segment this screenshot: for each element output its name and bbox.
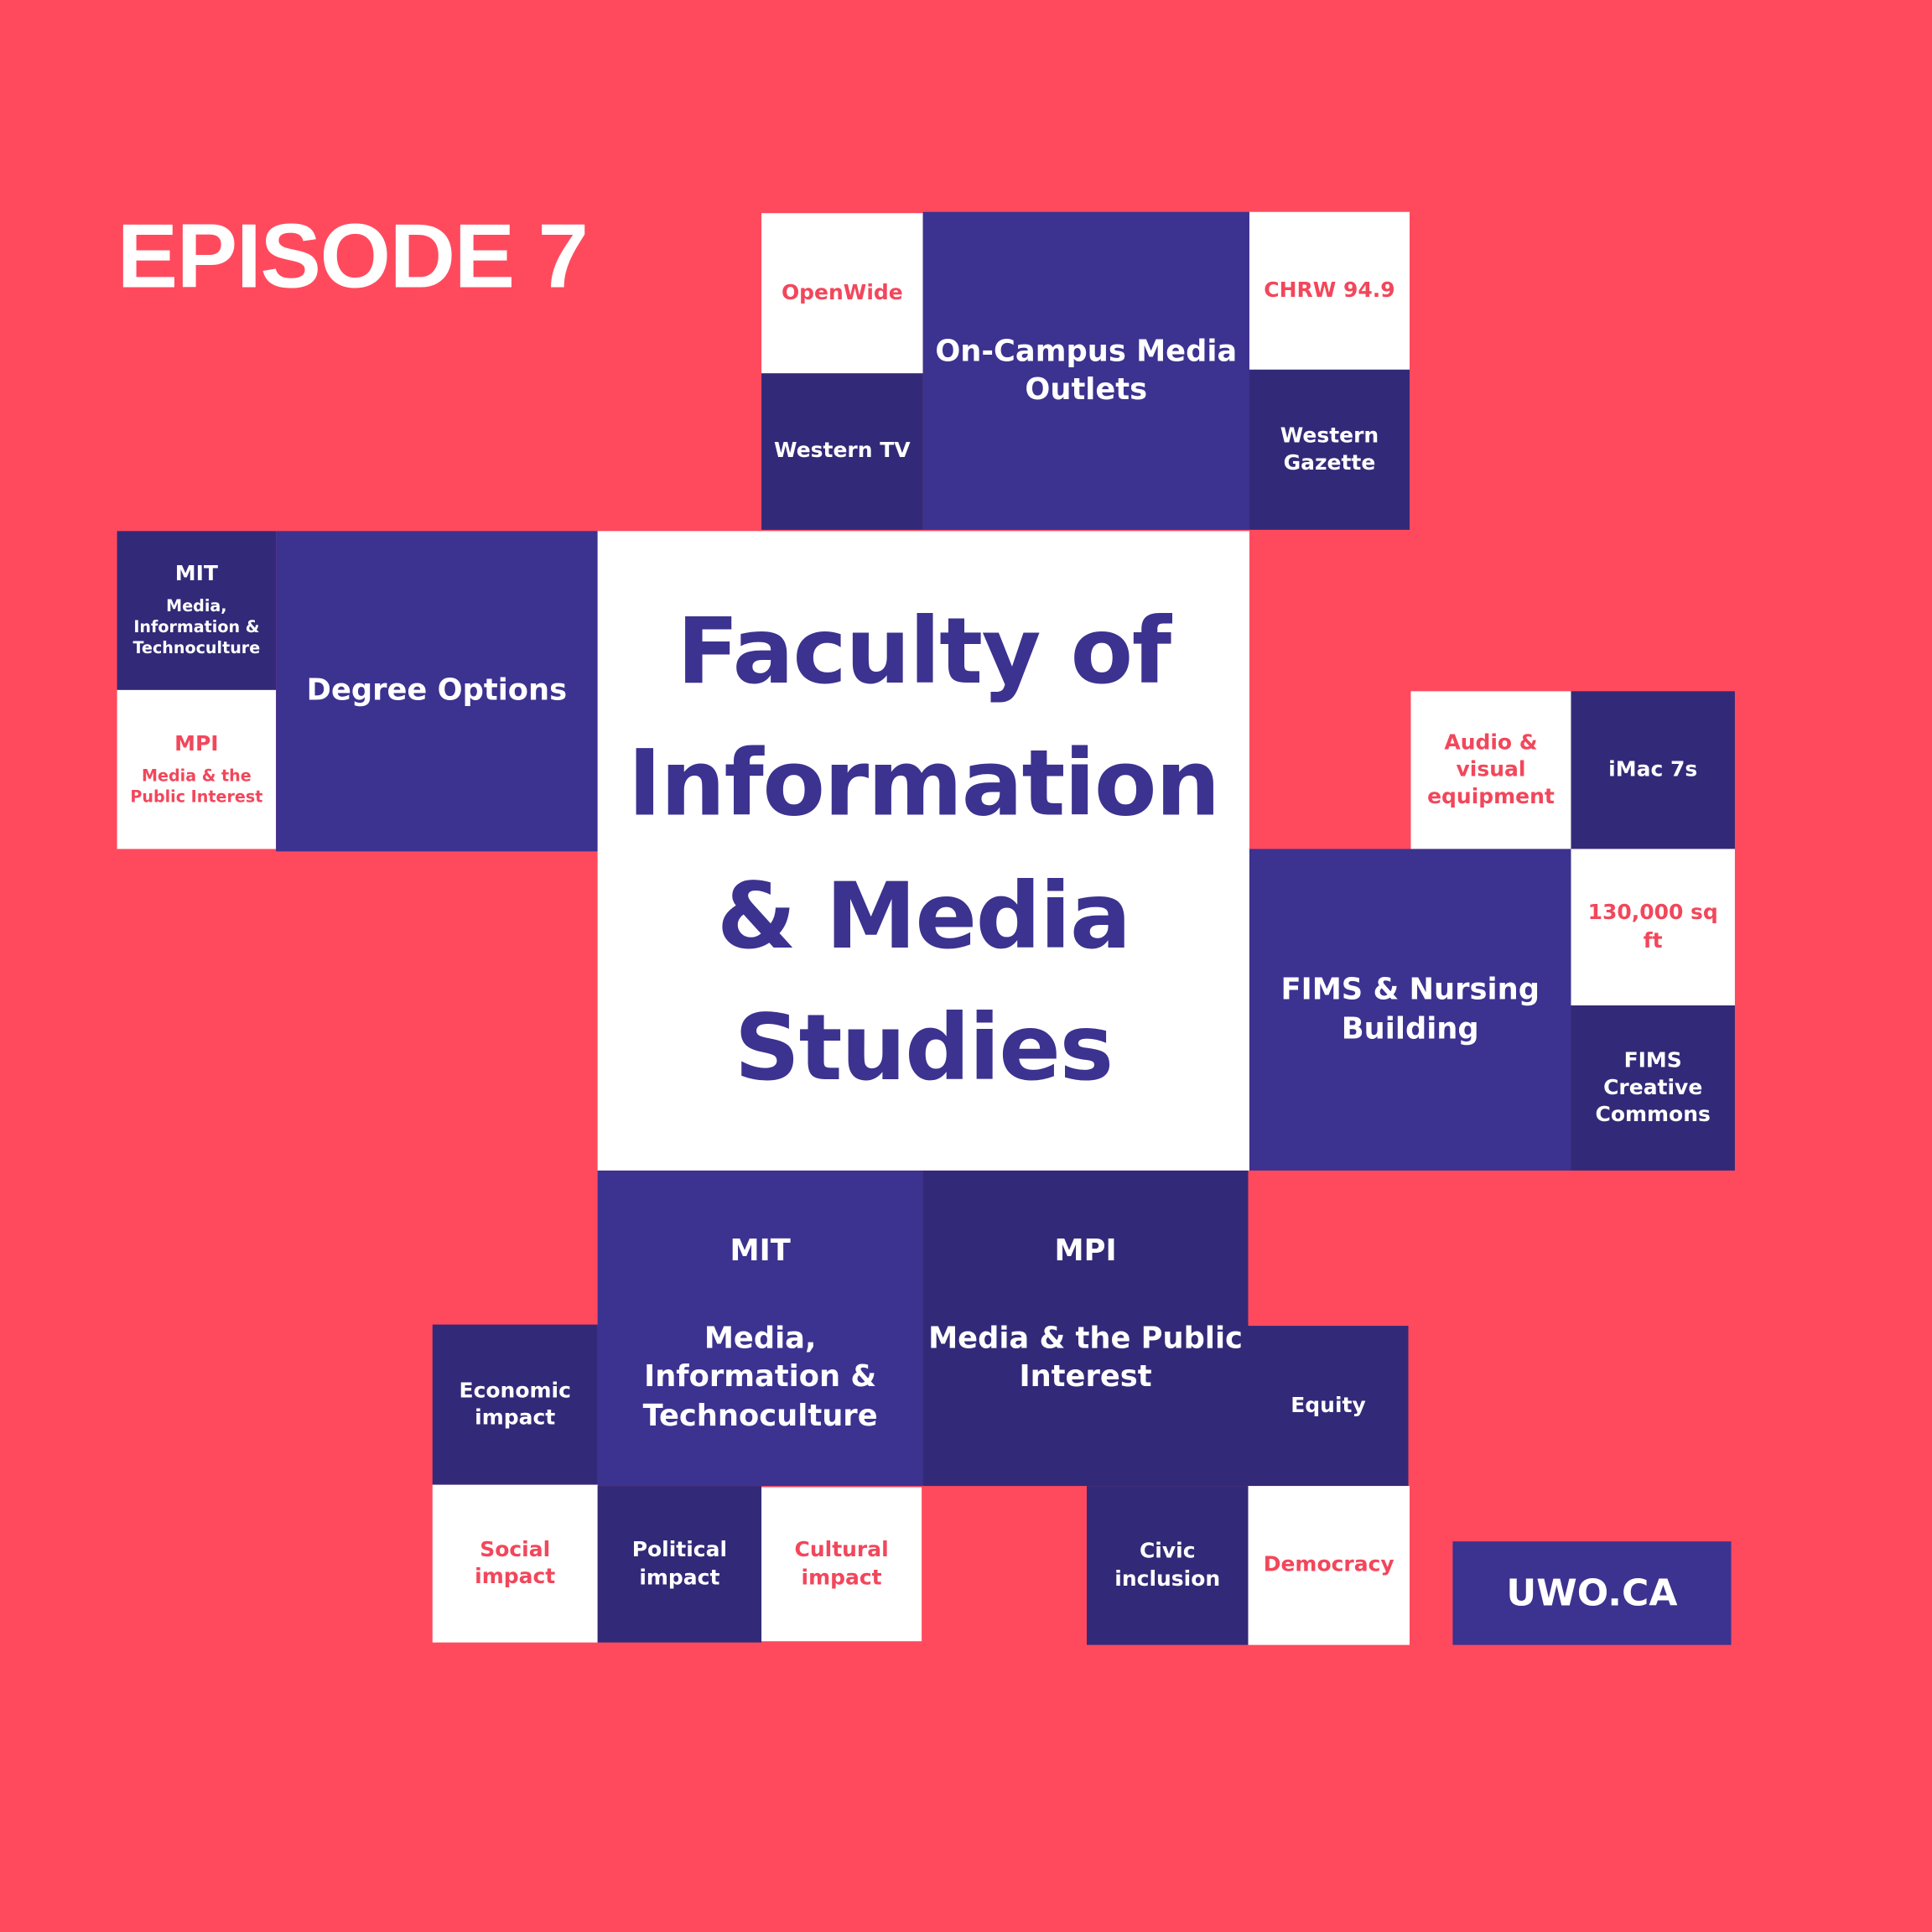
building-title: FIMS & Nursing Building: [1249, 849, 1571, 1171]
mit-panel: MIT Media, Information & Technoculture: [597, 1170, 923, 1487]
mit-abbr: MIT: [730, 1233, 791, 1269]
building-size: 130,000 sq ft: [1571, 849, 1735, 1006]
cultural-impact: Cultural impact: [761, 1487, 922, 1642]
degree-mit-abbr: MIT: [174, 562, 218, 587]
building-av-equipment: Audio & visual equipment: [1410, 691, 1571, 849]
mit-name: Media, Information & Technoculture: [642, 1321, 878, 1433]
outlet-openwide: OpenWide: [761, 213, 923, 374]
website-link[interactable]: UWO.CA: [1452, 1541, 1732, 1645]
center-title: Faculty of Information & Media Studies: [627, 598, 1221, 1102]
degree-mit: MIT Media, Information & Technoculture: [117, 531, 277, 690]
political-impact: Political impact: [597, 1486, 762, 1643]
outlet-western-tv: Western TV: [761, 373, 923, 530]
equity: Equity: [1248, 1326, 1409, 1487]
outlet-chrw: CHRW 94.9: [1249, 211, 1410, 370]
social-impact: Social impact: [432, 1484, 598, 1643]
degree-mpi: MPI Media & the Public Interest: [117, 689, 277, 849]
episode-title: EPISODE 7: [117, 204, 589, 307]
outlet-western-gazette: Western Gazette: [1249, 369, 1410, 530]
degree-options-title: Degree Options: [276, 531, 598, 852]
mpi-abbr: MPI: [1054, 1233, 1117, 1269]
degree-mpi-name: Media & the Public Interest: [130, 766, 263, 807]
civic-inclusion: Civic inclusion: [1087, 1486, 1249, 1645]
outlets-title: On-Campus Media Outlets: [922, 211, 1249, 530]
mpi-name: Media & the Public Interest: [928, 1321, 1243, 1394]
mpi-panel: MPI Media & the Public Interest: [922, 1170, 1249, 1487]
building-creative-commons: FIMS Creative Commons: [1571, 1005, 1735, 1171]
center-panel: Faculty of Information & Media Studies: [597, 531, 1249, 1171]
degree-mpi-abbr: MPI: [174, 731, 219, 756]
building-imacs: iMac 7s: [1571, 691, 1735, 849]
economic-impact: Economic impact: [432, 1324, 598, 1485]
degree-mit-name: Media, Information & Technoculture: [132, 597, 261, 658]
democracy: Democracy: [1248, 1486, 1410, 1645]
